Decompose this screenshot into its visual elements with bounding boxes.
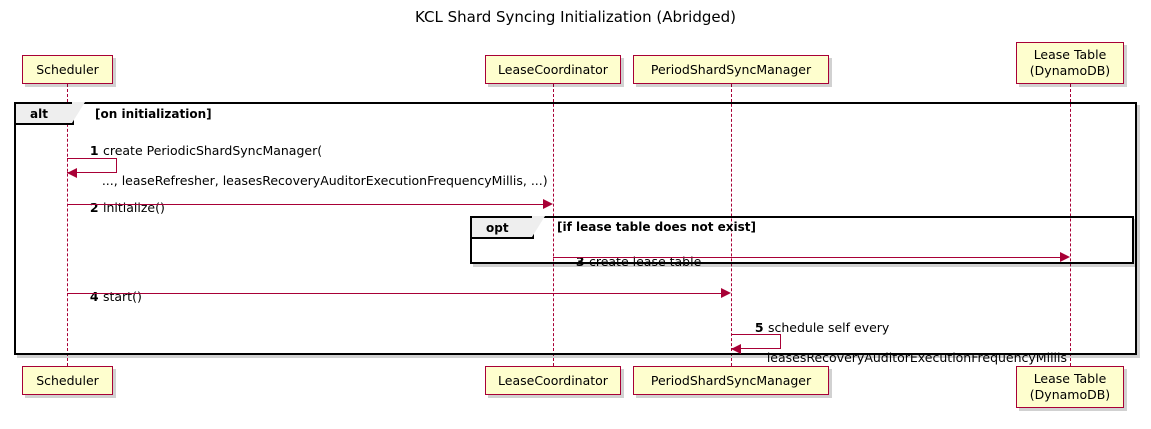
participant-coordinator-bottom[interactable]: LeaseCoordinator (485, 366, 621, 395)
participant-leasetable-top-label2: (DynamoDB) (1029, 63, 1111, 78)
message-2-number: 2 (89, 200, 103, 215)
participant-scheduler-bottom-label: Scheduler (36, 373, 99, 388)
message-2-line (67, 204, 543, 205)
message-1-arrowhead (67, 168, 77, 178)
fragment-opt-tab: opt (472, 216, 545, 239)
message-5-arrowhead (731, 344, 741, 354)
message-5-label: 5 schedule self every leasesRecoveryAudi… (739, 305, 1067, 380)
diagram-title: KCL Shard Syncing Initialization (Abridg… (415, 8, 736, 26)
message-2-text: initialize() (102, 200, 165, 215)
message-1-text-line2: ..., leaseRefresher, leasesRecoveryAudit… (89, 173, 548, 188)
lifeline-leasetable (1070, 84, 1071, 366)
message-5-text-line1: schedule self every (767, 320, 890, 335)
participant-psm-bottom[interactable]: PeriodShardSyncManager (633, 366, 829, 395)
participant-scheduler-bottom[interactable]: Scheduler (22, 366, 113, 395)
participant-coordinator-top[interactable]: LeaseCoordinator (485, 55, 621, 84)
lifeline-psm (731, 84, 732, 366)
message-4-number: 4 (89, 289, 103, 304)
message-2-arrowhead (543, 199, 553, 209)
message-1-self-loop (67, 158, 117, 173)
participant-leasetable-top[interactable]: Lease Table (DynamoDB) (1016, 42, 1124, 84)
participant-leasetable-bottom[interactable]: Lease Table (DynamoDB) (1016, 366, 1124, 408)
fragment-alt (14, 102, 1137, 355)
message-5-number: 5 (754, 320, 768, 335)
fragment-alt-guard: [on initialization] (95, 107, 212, 121)
participant-psm-top-label: PeriodShardSyncManager (650, 62, 812, 77)
message-3-number: 3 (575, 254, 589, 269)
message-1-text-line1: create PeriodicShardSyncManager( (102, 143, 323, 158)
participant-psm-bottom-label: PeriodShardSyncManager (650, 373, 812, 388)
message-4-arrowhead (721, 288, 731, 298)
message-3-line (553, 257, 1060, 258)
lifeline-scheduler (67, 84, 68, 366)
participant-leasetable-bottom-label: Lease Table (1033, 371, 1107, 386)
message-2-label: 2 initialize() (74, 185, 165, 230)
message-4-line (67, 293, 721, 294)
message-5-self-loop (731, 334, 781, 349)
participant-leasetable-bottom-label2: (DynamoDB) (1029, 387, 1111, 402)
fragment-opt (470, 216, 1134, 264)
participant-scheduler-top[interactable]: Scheduler (22, 55, 113, 84)
participant-psm-top[interactable]: PeriodShardSyncManager (633, 55, 829, 84)
message-1-number: 1 (89, 143, 103, 158)
participant-leasetable-top-label: Lease Table (1033, 47, 1107, 62)
message-3-label: 3 create lease table (560, 239, 701, 284)
message-5-text-line2: leasesRecoveryAuditorExecutionFrequencyM… (754, 350, 1067, 365)
participant-coordinator-bottom-label: LeaseCoordinator (498, 373, 608, 388)
message-4-text: start() (102, 289, 142, 304)
message-1-label: 1 create PeriodicShardSyncManager( ..., … (74, 128, 548, 203)
fragment-opt-guard: [if lease table does not exist] (557, 220, 757, 234)
lifeline-coordinator (553, 84, 554, 366)
message-3-arrowhead (1060, 252, 1070, 262)
fragment-alt-tab: alt (16, 102, 85, 125)
participant-scheduler-top-label: Scheduler (36, 62, 99, 77)
participant-coordinator-top-label: LeaseCoordinator (498, 62, 608, 77)
message-4-label: 4 start() (74, 274, 142, 319)
